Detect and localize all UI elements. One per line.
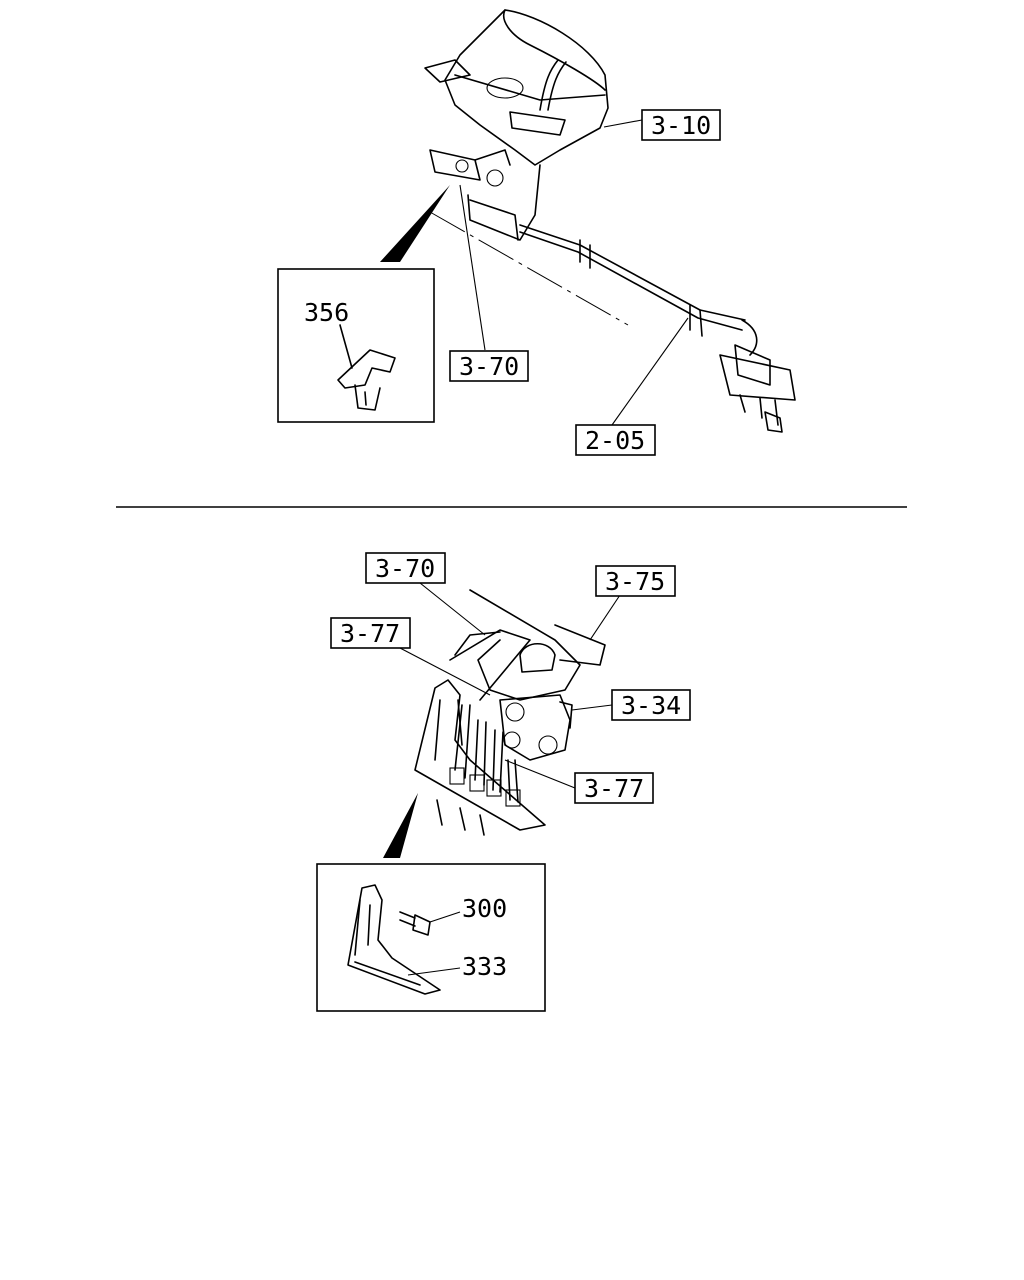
top-assembly-drawing xyxy=(380,9,796,433)
callout-3-70: 3-70 xyxy=(459,352,519,381)
callout-3-75: 3-75 xyxy=(605,567,665,596)
bottom-assembly-drawing xyxy=(383,589,606,858)
detail-box-bracket-bolt: 300 333 xyxy=(316,863,546,1012)
callout-3-77: 3-77 xyxy=(340,619,400,648)
bottom-callouts: 3-70 3-75 3-77 3-34 3-77 xyxy=(330,552,691,804)
callout-3-77: 3-77 xyxy=(584,774,644,803)
top-callouts: 3-10 3-70 2-05 xyxy=(449,109,721,456)
callout-3-34: 3-34 xyxy=(621,691,681,720)
callout-3-70: 3-70 xyxy=(375,554,435,583)
callout-2-05: 2-05 xyxy=(585,426,645,455)
detail-box-clip: 356 xyxy=(277,268,435,423)
callout-3-10: 3-10 xyxy=(651,111,711,140)
part-number-356: 356 xyxy=(304,298,349,327)
part-number-333: 333 xyxy=(462,952,507,981)
part-number-300: 300 xyxy=(462,894,507,923)
